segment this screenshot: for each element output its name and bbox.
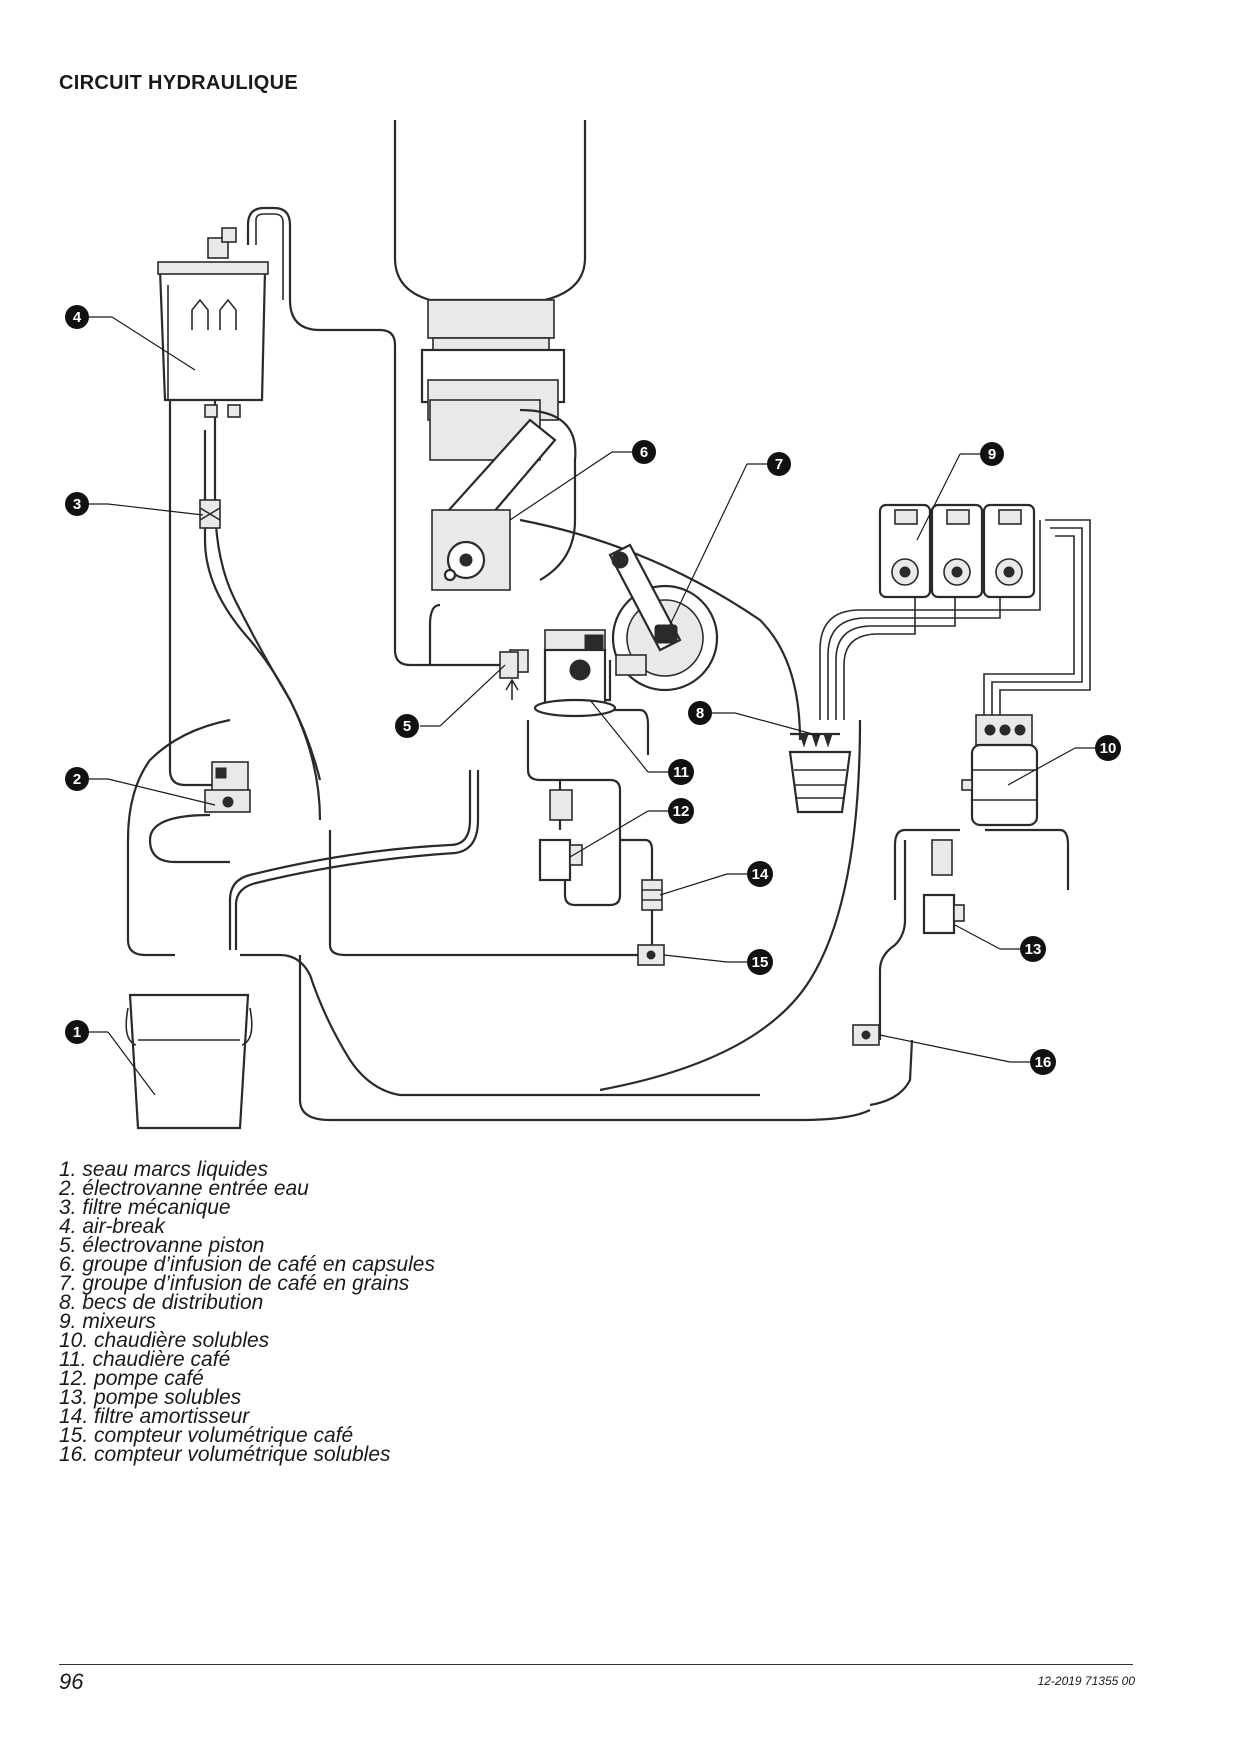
svg-text:7: 7	[775, 456, 783, 473]
svg-text:3: 3	[73, 496, 81, 513]
svg-text:6: 6	[640, 444, 648, 461]
svg-text:5: 5	[403, 718, 411, 735]
legend-item: 12. pompe café	[59, 1367, 204, 1390]
legend-item: 2. électrovanne entrée eau	[59, 1177, 309, 1200]
callout-8: 8	[688, 701, 712, 725]
component-legend: 1. seau marcs liquides 2. électrovanne e…	[59, 1158, 435, 1466]
svg-text:1: 1	[73, 1024, 81, 1041]
callout-11: 11	[668, 759, 694, 785]
document-reference: 12-2019 71355 00	[1037, 1674, 1135, 1688]
svg-text:15: 15	[752, 954, 769, 971]
coffee-volumetric-meter	[637, 944, 665, 966]
callout-14: 14	[747, 861, 773, 887]
soluble-volumetric-meter	[852, 1024, 880, 1046]
legend-item: 3. filtre mécanique	[59, 1196, 231, 1219]
callout-9: 9	[980, 442, 1004, 466]
callout-1: 1	[65, 1020, 89, 1044]
legend-item: 15. compteur volumétrique café	[59, 1424, 354, 1447]
liquid-waste-bucket	[125, 993, 253, 1130]
callout-13: 13	[1020, 936, 1046, 962]
legend-item: 7. groupe d’infusion de café en grains	[59, 1272, 410, 1295]
soluble-boiler	[961, 714, 1039, 827]
svg-text:11: 11	[673, 764, 689, 781]
leader-lines	[89, 316, 1095, 1096]
page-number: 96	[59, 1669, 84, 1694]
callout-16: 16	[1030, 1049, 1056, 1075]
capsule-infusion-group	[429, 399, 577, 591]
footer-divider	[59, 1664, 1133, 1665]
callout-5: 5	[395, 714, 419, 738]
legend-item: 16. compteur volumétrique solubles	[59, 1443, 391, 1466]
legend-item: 14. filtre amortisseur	[59, 1405, 250, 1428]
legend-item: 6. groupe d’infusion de café en capsules	[59, 1253, 435, 1276]
bean-infusion-group	[608, 543, 719, 692]
coffee-bean-hopper	[393, 120, 587, 421]
mechanical-filter	[199, 499, 221, 529]
pipes	[126, 206, 1091, 1122]
legend-item: 10. chaudière solubles	[59, 1329, 270, 1352]
coffee-pump	[538, 789, 583, 882]
air-break	[157, 227, 269, 418]
piston-solenoid-valve	[499, 651, 519, 700]
svg-text:13: 13	[1025, 941, 1042, 958]
svg-text:16: 16	[1035, 1054, 1052, 1071]
svg-text:14: 14	[752, 866, 769, 883]
callout-15: 15	[747, 949, 773, 975]
legend-item: 4. air-break	[59, 1215, 165, 1238]
legend-item: 9. mixeurs	[59, 1310, 156, 1333]
callout-2: 2	[65, 767, 89, 791]
legend-item: 13. pompe solubles	[59, 1386, 242, 1409]
callout-3: 3	[65, 492, 89, 516]
soluble-pump	[922, 839, 965, 935]
legend-item: 8. becs de distribution	[59, 1291, 264, 1314]
callout-4: 4	[65, 305, 89, 329]
water-inlet-solenoid-valve	[204, 761, 251, 813]
legend-item: 1. seau marcs liquides	[59, 1158, 268, 1181]
callout-7: 7	[767, 452, 791, 476]
legend-item: 5. électrovanne piston	[59, 1234, 265, 1257]
svg-text:2: 2	[73, 771, 81, 788]
damper-filter	[641, 879, 663, 911]
page-title: CIRCUIT HYDRAULIQUE	[59, 72, 299, 94]
dispensing-spouts	[788, 732, 852, 814]
svg-text:9: 9	[988, 446, 996, 463]
svg-text:4: 4	[73, 309, 82, 326]
svg-text:8: 8	[696, 705, 704, 722]
legend-item: 11. chaudière café	[59, 1348, 231, 1371]
callout-6: 6	[632, 440, 656, 464]
coffee-boiler	[509, 629, 617, 718]
callout-12: 12	[668, 798, 694, 824]
callout-10: 10	[1095, 735, 1121, 761]
svg-text:12: 12	[673, 803, 690, 820]
mixers	[878, 503, 1036, 599]
svg-text:10: 10	[1100, 740, 1117, 757]
